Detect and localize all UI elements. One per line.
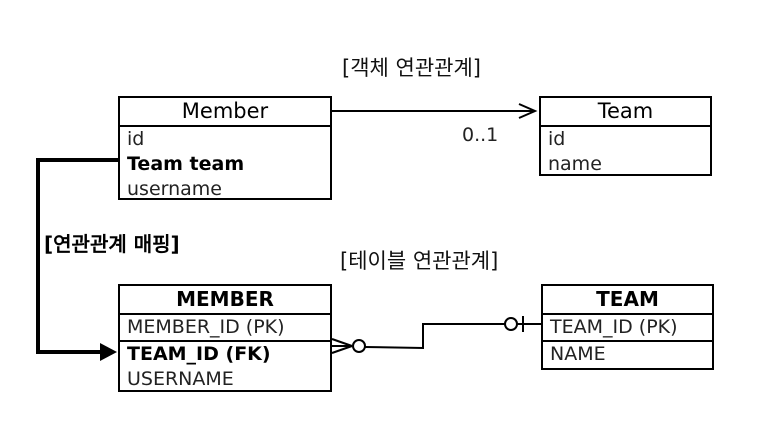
- member-field-id: id: [127, 128, 145, 150]
- team-table-box: TEAM TEAM_ID (PK) NAME: [541, 284, 714, 370]
- team-column-team-id: TEAM_ID (PK): [550, 316, 678, 338]
- member-field-team: Team team: [127, 153, 245, 175]
- association-arrow: [332, 103, 538, 119]
- member-class-box: Member id Team team username: [118, 96, 332, 200]
- member-table-name: MEMBER: [120, 286, 330, 315]
- multiplicity-label: 0..1: [462, 124, 499, 146]
- team-field-name: name: [548, 153, 602, 175]
- team-field-id: id: [548, 128, 566, 150]
- member-class-name: Member: [120, 98, 330, 127]
- er-relationship-line: [331, 316, 541, 354]
- mapping-arrow: [36, 158, 118, 361]
- mapping-label: [연관관계 매핑]: [44, 232, 180, 256]
- team-class-box: Team id name: [539, 96, 712, 176]
- team-column-name: NAME: [543, 340, 712, 367]
- object-relationship-title: [객체 연관관계]: [342, 56, 481, 80]
- team-table-name: TEAM: [543, 286, 712, 315]
- member-column-member-id: MEMBER_ID (PK): [127, 316, 285, 338]
- member-table-box: MEMBER MEMBER_ID (PK) TEAM_ID (FK) USERN…: [118, 284, 332, 392]
- table-relationship-title: [테이블 연관관계]: [340, 249, 499, 273]
- member-column-team-id: TEAM_ID (FK): [120, 340, 330, 367]
- member-column-username: USERNAME: [127, 368, 234, 390]
- team-class-name: Team: [541, 98, 710, 127]
- member-field-username: username: [127, 178, 222, 200]
